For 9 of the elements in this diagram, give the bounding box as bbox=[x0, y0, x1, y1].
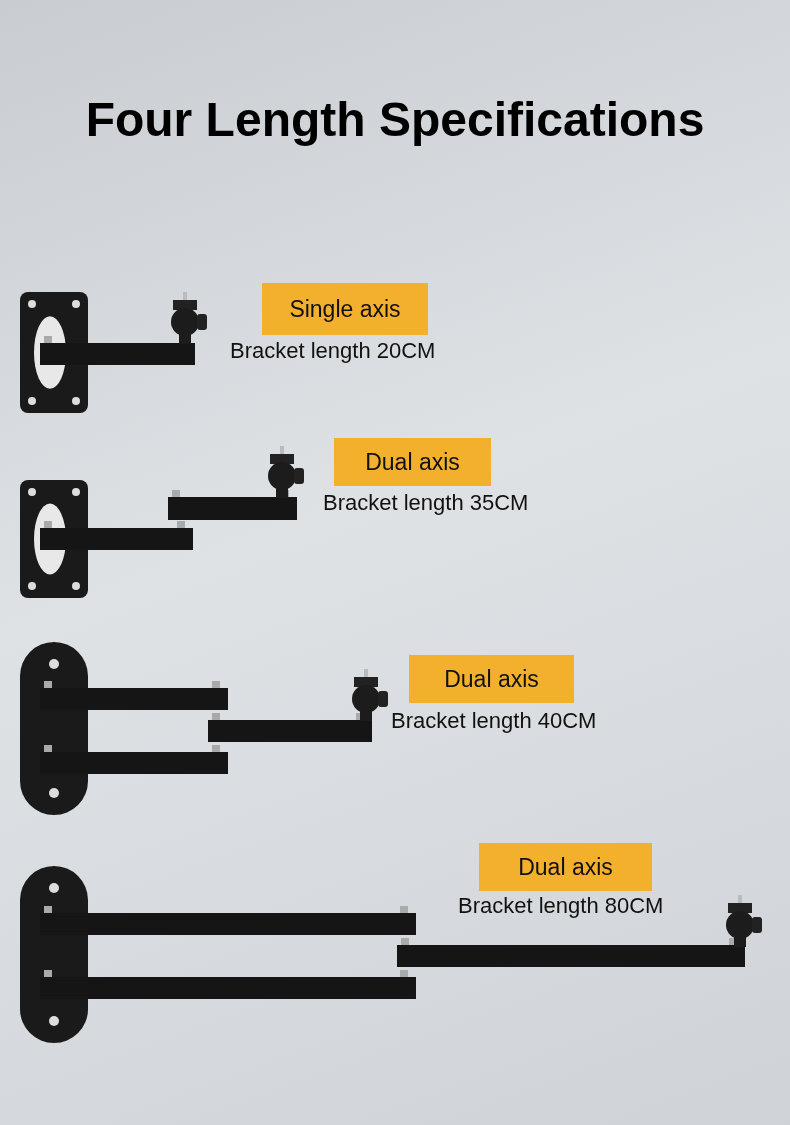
axis-tag: Dual axis bbox=[479, 843, 652, 891]
axis-tag: Dual axis bbox=[409, 655, 574, 703]
axis-tag: Single axis bbox=[262, 283, 428, 335]
length-text: Bracket length 80CM bbox=[458, 893, 664, 919]
length-text: Bracket length 40CM bbox=[391, 708, 597, 734]
length-text: Bracket length 35CM bbox=[323, 490, 529, 516]
page-title: Four Length Specifications bbox=[84, 92, 706, 147]
axis-tag: Dual axis bbox=[334, 438, 491, 486]
length-text: Bracket length 20CM bbox=[230, 338, 436, 364]
